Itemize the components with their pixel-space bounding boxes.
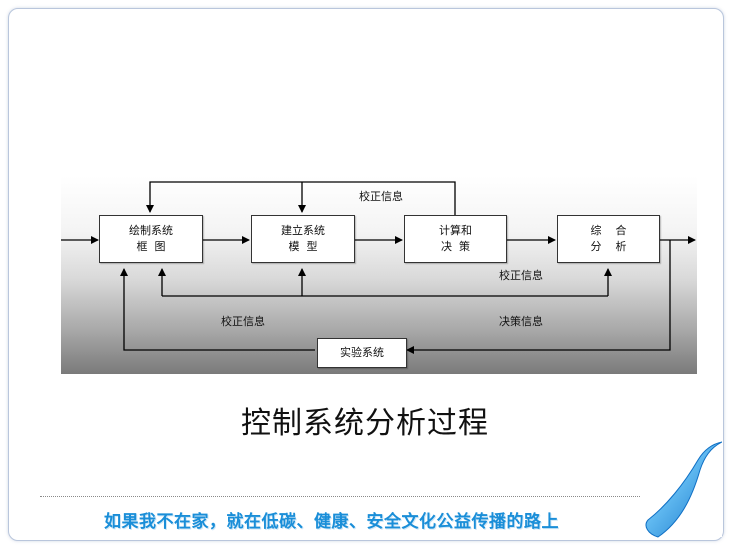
label-mid-feedback: 校正信息 [499,269,543,282]
box-experiment-label: 实验系统 [340,346,384,359]
box-comprehensive-analysis: 综 合 分 析 [557,215,660,263]
box-analysis-line2: 分 析 [590,240,627,253]
diagram-caption: 控制系统分析过程 [241,406,489,441]
box-analysis-line1: 综 合 [590,224,627,237]
box-draw-diagram: 绘制系统 框 图 [99,215,203,263]
box-draw-line1: 绘制系统 [129,224,173,237]
box-model-line2: 模 型 [288,240,318,253]
box-compute-line2: 决 策 [441,240,470,253]
page-curl-icon [645,440,722,538]
box-compute-line1: 计算和 [439,224,472,237]
label-bottom-right: 决策信息 [499,315,543,328]
box-draw-line2: 框 图 [136,240,166,253]
footer-slogan: 如果我不在家，就在低碳、健康、安全文化公益传播的路上 [104,512,559,532]
box-build-model: 建立系统 模 型 [251,215,355,263]
box-experiment-system: 实验系统 [317,338,407,368]
diagram-panel: 绘制系统 框 图 建立系统 模 型 计算和 决 策 综 合 分 析 实验系统 校… [61,176,697,374]
bottom-loop-right [406,240,671,354]
footer-divider [40,496,640,497]
label-top-feedback: 校正信息 [359,190,403,203]
box-compute-decide: 计算和 决 策 [404,215,507,263]
bottom-loop-left [120,268,315,351]
box-model-line1: 建立系统 [281,224,325,237]
label-bottom-left: 校正信息 [221,315,265,328]
diagram-connectors [61,181,696,354]
